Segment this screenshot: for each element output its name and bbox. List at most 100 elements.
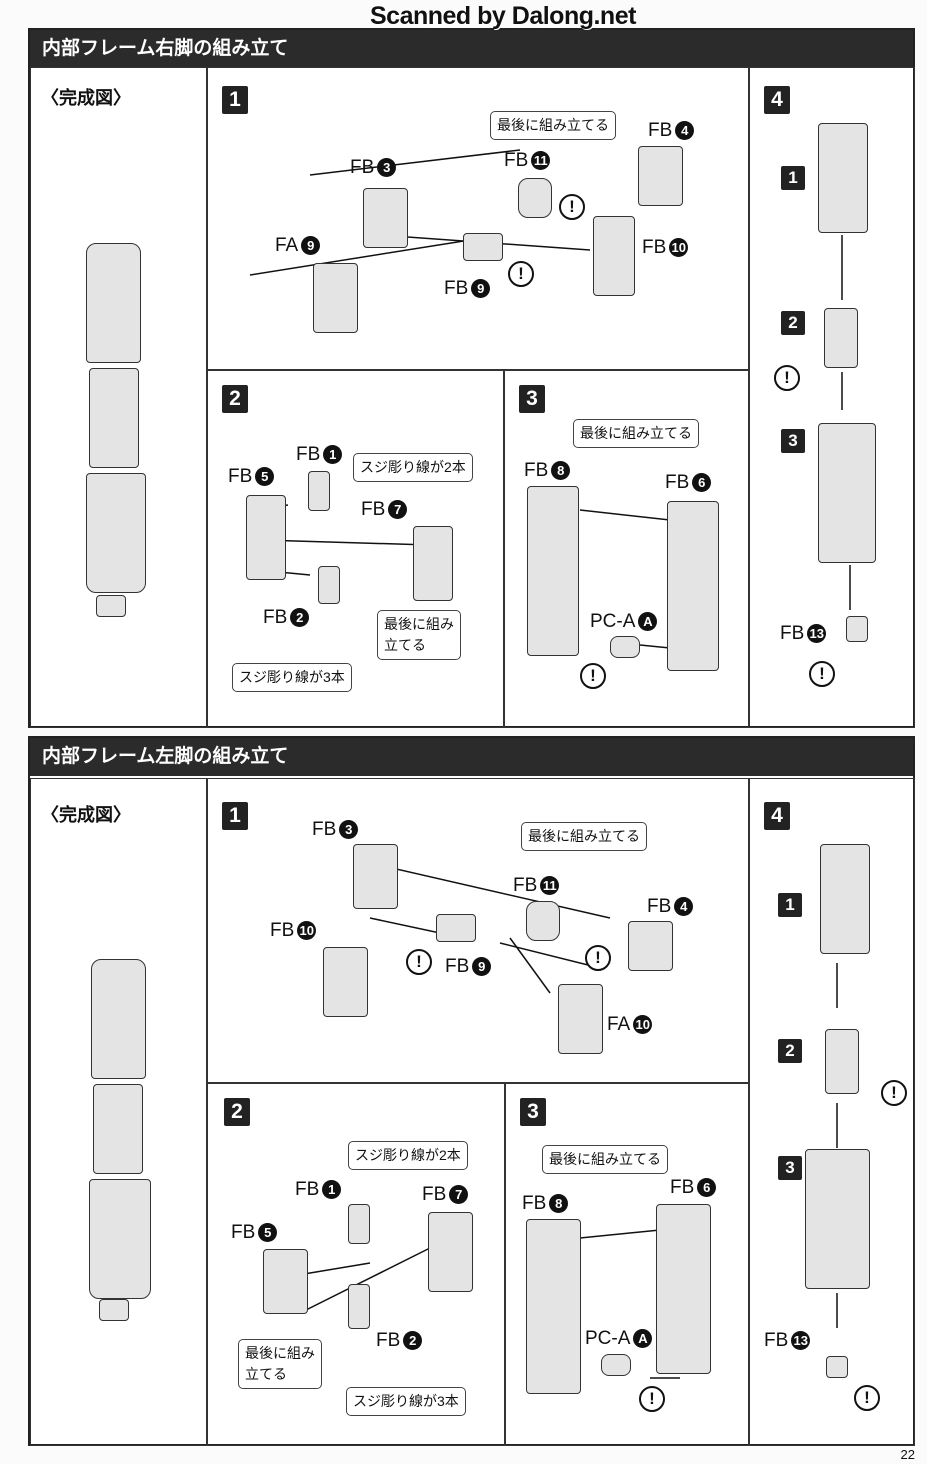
sub-step-number: 3: [778, 1156, 802, 1180]
part-number: A: [633, 1329, 653, 1348]
part-code: FB: [376, 1330, 401, 1351]
caution-icon: !: [854, 1385, 880, 1411]
part-number: 4: [674, 897, 694, 916]
part-code: FB: [524, 460, 549, 481]
part-code: FB: [263, 607, 288, 628]
part-number: 4: [675, 121, 695, 140]
part-fb6-illustration: [656, 1204, 711, 1374]
callout-three-groove-lines: スジ彫り線が3本: [232, 663, 352, 692]
knee-assembly-illustration: [824, 308, 858, 368]
part-code: FB: [295, 1179, 320, 1200]
part-fb13-illustration: [826, 1356, 848, 1378]
sub-step-number: 2: [778, 1039, 802, 1063]
part-number: 5: [255, 467, 275, 486]
part-fa9-illustration: [313, 263, 358, 333]
upper-assembly-illustration: [818, 123, 868, 233]
caution-icon: !: [809, 661, 835, 687]
part-code: FB: [444, 278, 469, 299]
part-fb3-illustration: [363, 188, 408, 248]
part-code: PC-A: [590, 611, 636, 632]
callout-line: 立てる: [384, 637, 426, 653]
step-number: 1: [222, 802, 248, 830]
part-number: 11: [540, 876, 560, 895]
step-number: 1: [222, 86, 248, 114]
part-code: FB: [648, 120, 673, 141]
part-code: FB: [504, 150, 529, 171]
section-header-bar: 内部フレーム左脚の組み立て: [30, 738, 913, 776]
part-code: FB: [445, 956, 470, 977]
watermark: Scanned by Dalong.net: [370, 2, 636, 30]
part-fb1-illustration: [308, 471, 330, 511]
callout-two-groove-lines: スジ彫り線が2本: [348, 1141, 468, 1170]
caution-icon: !: [508, 261, 534, 287]
part-code: FB: [780, 623, 805, 644]
part-number: 9: [471, 279, 491, 298]
part-number: 10: [297, 921, 317, 940]
callout-two-groove-lines: スジ彫り線が2本: [353, 453, 473, 482]
part-fb10-illustration: [593, 216, 635, 296]
leg-foot-illustration: [96, 595, 126, 617]
complete-figure-panel: 〈完成図〉: [30, 778, 207, 1446]
part-number: 2: [403, 1331, 423, 1350]
complete-figure-label: 〈完成図〉: [41, 805, 131, 825]
part-number: 7: [449, 1185, 469, 1204]
part-pca-illustration: [610, 636, 640, 658]
part-code: FB: [764, 1330, 789, 1351]
part-fb7-illustration: [413, 526, 453, 601]
part-code: FB: [361, 499, 386, 520]
lower-assembly-illustration: [805, 1149, 870, 1289]
section-header-bar: 内部フレーム右脚の組み立て: [30, 30, 913, 68]
step-number: 2: [222, 385, 248, 413]
part-code: PC-A: [585, 1328, 631, 1349]
upper-assembly-illustration: [820, 844, 870, 954]
complete-figure-panel: 〈完成図〉: [30, 67, 207, 728]
part-code: FB: [422, 1184, 447, 1205]
part-fb10-illustration: [323, 947, 368, 1017]
complete-figure-label: 〈完成図〉: [41, 88, 131, 108]
sub-step-number: 2: [781, 311, 805, 335]
step-number: 3: [519, 385, 545, 413]
part-code: FA: [275, 235, 299, 256]
callout-line: 立てる: [245, 1366, 287, 1382]
part-fa10-illustration: [558, 984, 603, 1054]
part-code: FB: [231, 1222, 256, 1243]
part-fb13-illustration: [846, 616, 868, 642]
part-fb4-illustration: [628, 921, 673, 971]
part-number: 9: [472, 957, 492, 976]
knee-assembly-illustration: [825, 1029, 859, 1094]
step-number: 3: [520, 1098, 546, 1126]
part-code: FB: [228, 466, 253, 487]
part-number: 3: [377, 158, 397, 177]
part-fb8-illustration: [527, 486, 579, 656]
part-fb5-illustration: [263, 1249, 308, 1314]
part-number: 10: [633, 1015, 653, 1034]
sub-step-number: 1: [778, 893, 802, 917]
part-fb9-illustration: [436, 914, 476, 942]
part-code: FB: [647, 896, 672, 917]
part-code: FB: [665, 472, 690, 493]
part-number: 8: [551, 461, 571, 480]
part-number: 1: [323, 445, 343, 464]
part-fb2-illustration: [318, 566, 340, 604]
leg-knee-illustration: [89, 368, 139, 468]
step-number: 4: [764, 86, 790, 114]
lower-assembly-illustration: [818, 423, 876, 563]
